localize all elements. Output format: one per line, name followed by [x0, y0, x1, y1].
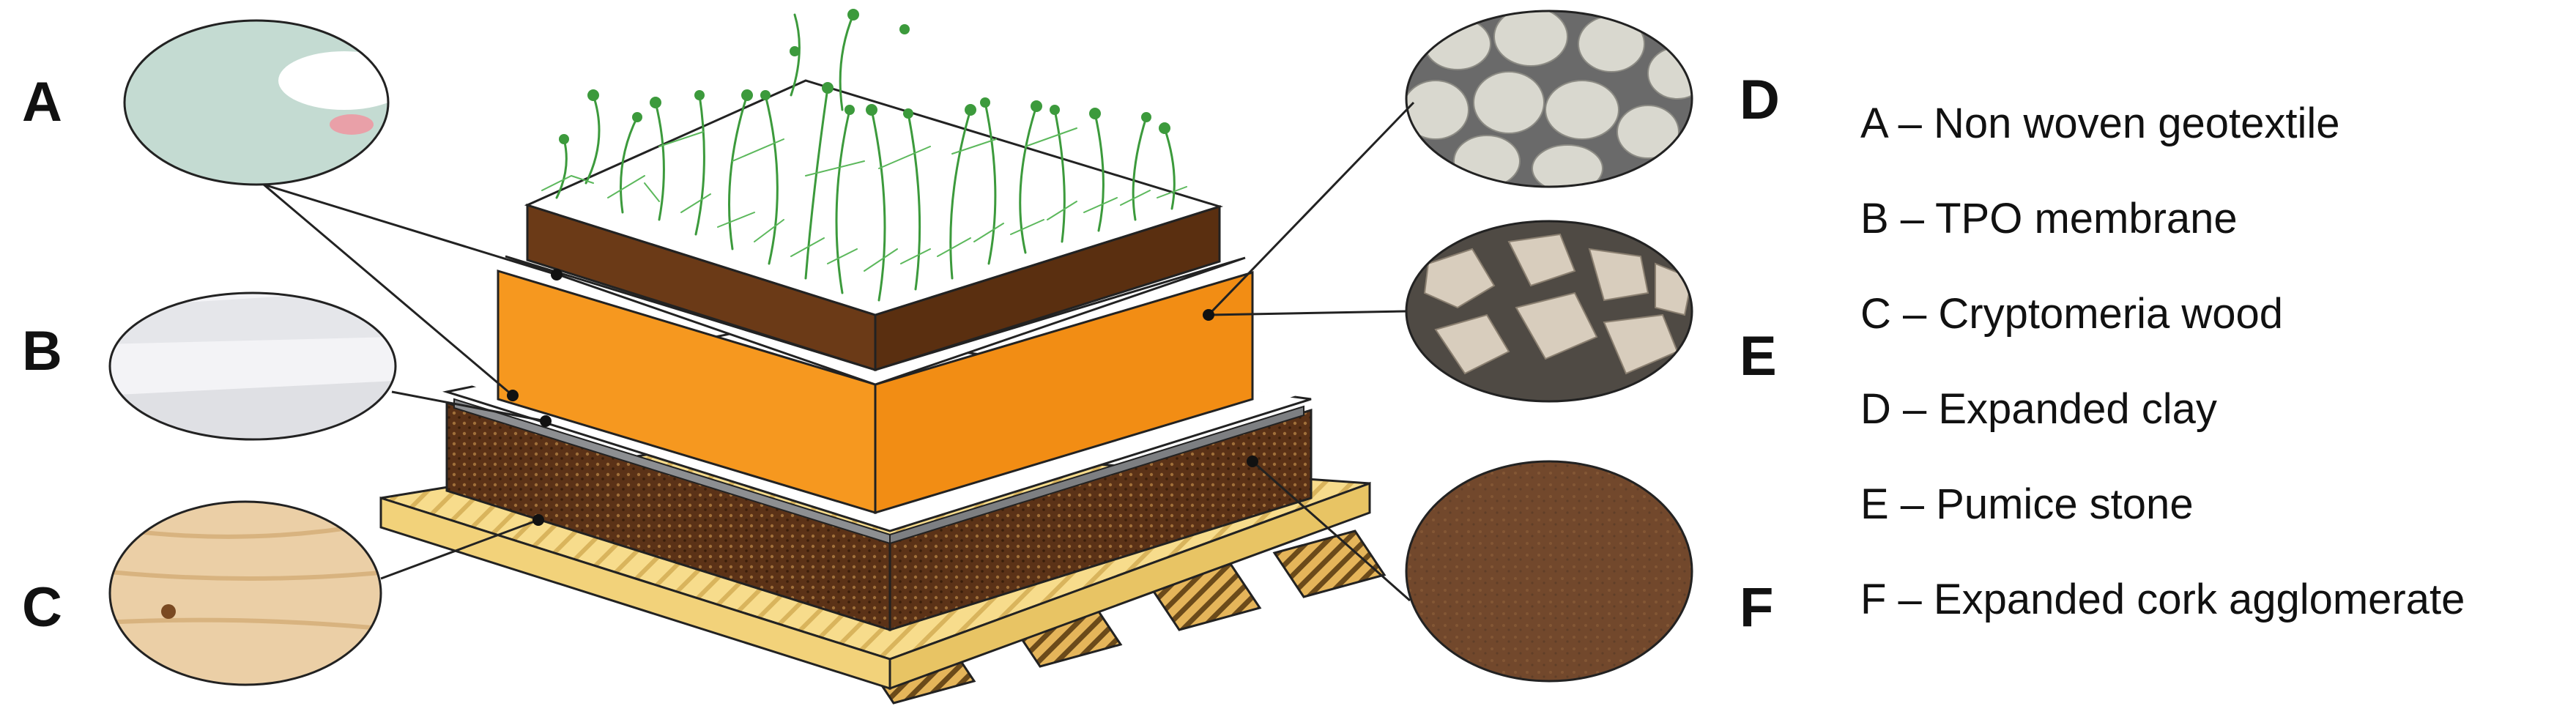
- vegetation: [541, 9, 1187, 302]
- label-f: F: [1740, 576, 1773, 639]
- geotextile-photo: [123, 19, 390, 186]
- legend-item-f: F – Expanded cork agglomerate: [1860, 576, 2465, 623]
- clay-photo: [1405, 10, 1693, 188]
- label-d: D: [1740, 69, 1780, 131]
- label-b: B: [22, 320, 62, 382]
- cork-photo: [1405, 460, 1693, 683]
- wood-photo: [108, 500, 382, 686]
- legend-item-b: B – TPO membrane: [1860, 195, 2238, 242]
- substrate-layer: [524, 79, 1224, 372]
- drainage-container-layer: [497, 255, 1254, 515]
- legend-item-d: D – Expanded clay: [1860, 385, 2217, 433]
- cork-layer: [445, 401, 1313, 632]
- legend: A – Non woven geotextile B – TPO membran…: [1860, 100, 2465, 623]
- membrane-photo: [108, 291, 397, 441]
- legend-item-a: A – Non woven geotextile: [1860, 100, 2340, 147]
- legend-item-e: E – Pumice stone: [1860, 480, 2194, 528]
- callout-points: [507, 269, 1258, 526]
- label-a: A: [22, 71, 62, 133]
- label-c: C: [22, 576, 62, 639]
- leader-lines: [263, 101, 1415, 602]
- legend-item-c: C – Cryptomeria wood: [1860, 290, 2283, 338]
- label-e: E: [1740, 325, 1777, 387]
- pumice-photo: [1405, 220, 1693, 403]
